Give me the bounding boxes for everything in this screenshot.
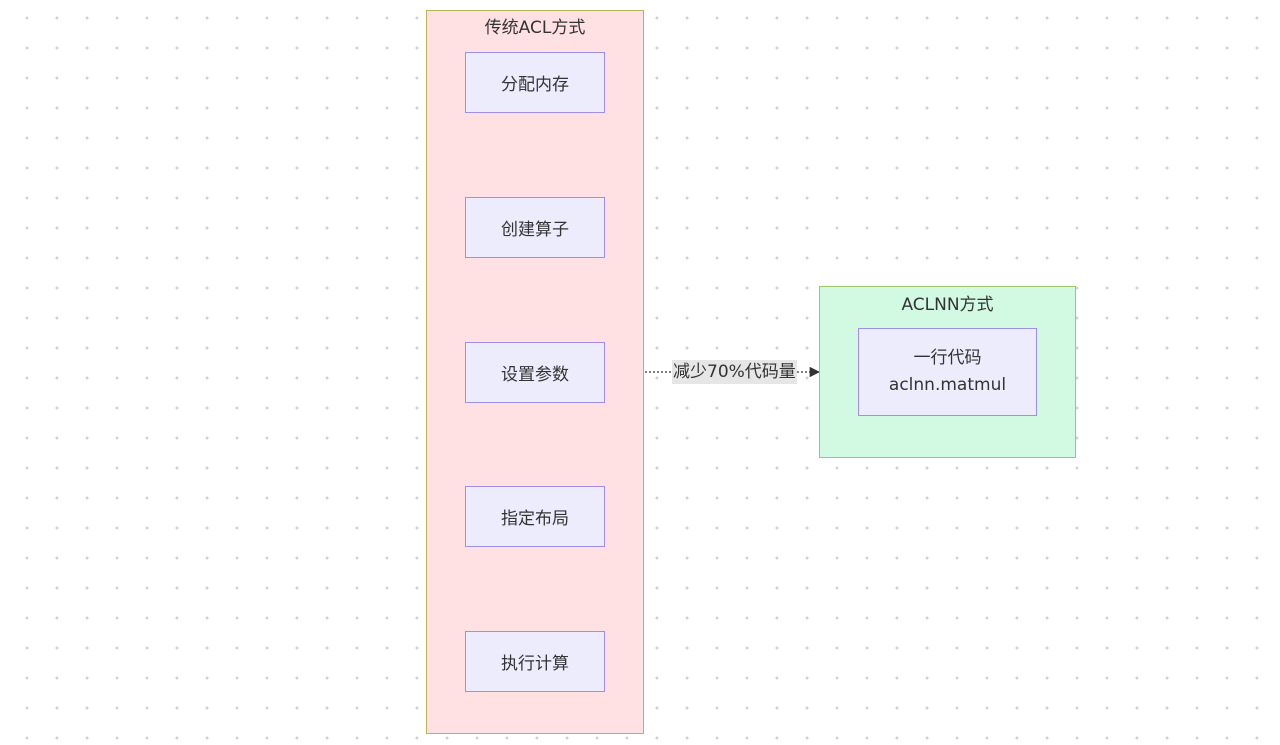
aclnn-group-title: ACLNN方式 [901,295,994,315]
aclnn-node: 一行代码 aclnn.matmul [858,328,1037,416]
step-set-parameters: 设置参数 [465,342,605,403]
aclnn-node-line1: 一行代码 [913,348,982,368]
aclnn-node-line2: aclnn.matmul [888,375,1007,395]
acl-group-title: 传统ACL方式 [484,18,586,38]
edge-label: 减少70%代码量 [672,360,797,384]
step-specify-layout: 指定布局 [465,486,605,547]
step-allocate-memory: 分配内存 [465,52,605,113]
step-execute-compute: 执行计算 [465,631,605,692]
step-create-operator: 创建算子 [465,197,605,258]
